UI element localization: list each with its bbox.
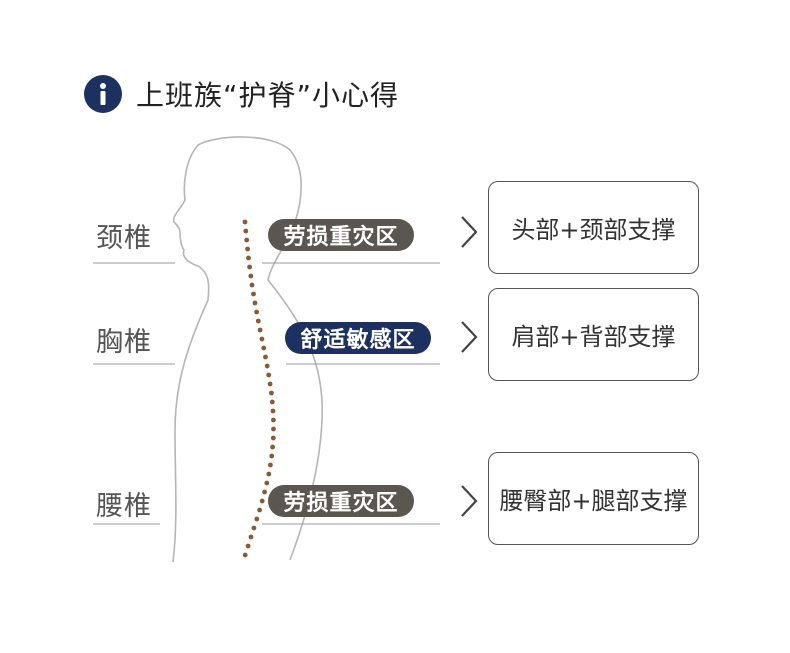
body-silhouette [172,136,324,563]
spine-dot [271,426,276,432]
zone-pill-thoracic: 舒适敏感区 [285,322,431,354]
spine-dot [254,309,259,315]
spine-dot [245,543,251,549]
region-label-lumbar: 腰椎 [96,491,152,522]
spine-dot [267,381,273,387]
spine-dot [268,462,273,468]
spine-dot [242,552,248,558]
spine-dot [248,273,254,279]
spine-dot [270,444,275,450]
chevron-right-icon [461,216,478,248]
spine-dot [270,408,276,414]
spine-dot [266,372,272,378]
spine-dot [248,534,254,540]
spine-dot [245,246,251,252]
spine-dot [249,282,255,288]
spine-dot [259,498,265,504]
spine-dot [261,345,267,351]
spine-dot [244,237,250,243]
spine-dot [269,390,274,396]
zone-pill-cervical: 劳损重灾区 [268,219,414,251]
spine-dot [262,489,267,495]
support-box-waist-leg: 腰臀部+腿部支撑 [488,452,699,545]
spine-dot [257,327,263,333]
title-row: 上班族“护脊”小心得 [84,74,399,114]
spine-dot [270,435,276,441]
support-box-head-neck: 头部+颈部支撑 [488,181,699,274]
support-box-shoulder-back: 肩部+背部支撑 [488,288,699,381]
spine-dot [247,264,253,270]
spine-dot [269,453,275,459]
spine-dot [264,480,270,486]
region-label-cervical: 颈椎 [96,223,152,254]
zone-pill-lumbar: 劳损重灾区 [268,485,414,517]
spine-dot [251,291,256,297]
spine-dot [257,507,262,513]
spine-dot [254,516,260,522]
spine-dot [242,219,248,225]
region-label-thoracic: 胸椎 [96,327,152,358]
chevron-right-icon [461,485,478,517]
spine-dot [259,336,265,342]
spine-dots [242,219,276,558]
spine-dot [269,399,275,405]
spine-dot [251,525,257,531]
spine-dot [246,255,251,261]
spine-dot [252,300,258,306]
spine-dot [271,417,276,423]
spine-dot [243,228,249,234]
info-icon [84,75,122,113]
chevron-right-icon [461,321,478,353]
spine-dot [255,318,261,324]
spine-dot [264,363,270,369]
page-title: 上班族“护脊”小心得 [136,79,400,112]
spine-dot [263,354,268,360]
spine-dot [266,471,272,477]
